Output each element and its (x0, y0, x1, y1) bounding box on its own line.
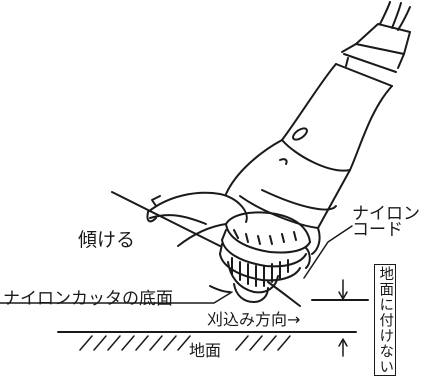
guard (146, 191, 321, 269)
tilt-label: 傾ける (78, 229, 136, 251)
ground-label: 地面 (189, 341, 222, 360)
tilt-line (111, 191, 221, 247)
cutter-head (219, 211, 311, 303)
not-touching-ground-label: 地面に付けない (377, 265, 394, 375)
not-touching-ground-box: 地面に付けない (374, 264, 396, 376)
gap-arrows (338, 279, 348, 357)
cutter-bottom-label: ナイロンカッタの底面 (3, 289, 173, 309)
motor-housing (225, 63, 393, 229)
nylon-cord-label-line1: ナイロン (352, 204, 420, 224)
cutting-direction-label: 刈込み方向→ (207, 310, 301, 329)
top-cables (379, 1, 411, 31)
nylon-cord (209, 281, 301, 307)
nylon-cord-label-line2: コード (352, 220, 403, 240)
shaft (335, 23, 411, 87)
ground-hatching (79, 335, 291, 351)
leader-lines (0, 225, 353, 304)
